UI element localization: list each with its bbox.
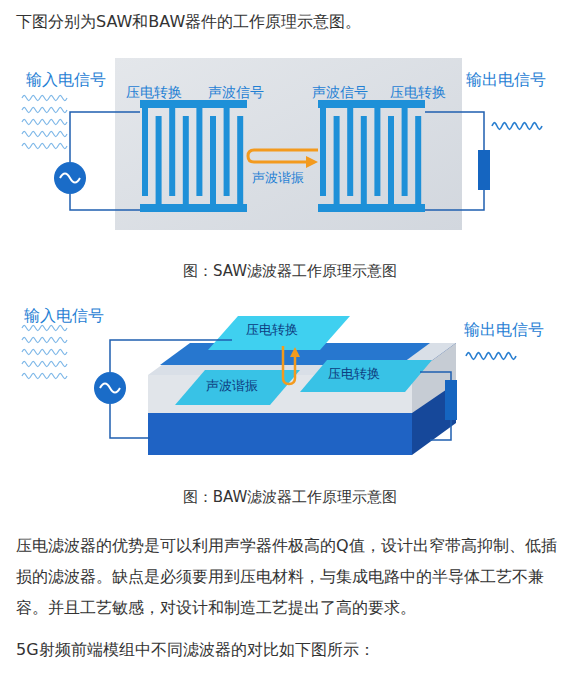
- part-label: 声波信号: [312, 84, 368, 101]
- ac-source: [94, 372, 126, 404]
- baw-wires: [110, 340, 451, 440]
- saw-wires: [70, 112, 484, 210]
- part-label: 压电转换: [126, 84, 182, 101]
- part-label: 压电转换: [328, 366, 380, 382]
- part-label: 声波信号: [208, 84, 264, 101]
- signal-label: 输出电信号: [464, 320, 544, 339]
- part-label: 声波谐振: [252, 170, 304, 186]
- resistor-symbol: [478, 150, 490, 190]
- part-label: 压电转换: [246, 322, 298, 338]
- ac-source: [54, 162, 86, 194]
- resistor-symbol: [445, 380, 457, 420]
- part-label: 压电转换: [390, 84, 446, 101]
- intro-sentence: 下图分别为SAW和BAW器件的工作原理示意图。: [16, 12, 361, 31]
- figure-caption: 图：SAW滤波器工作原理示意图: [2, 262, 576, 280]
- body-paragraph: 压电滤波器的优势是可以利用声学器件极高的Q值，设计出窄带高抑制、低插损的滤波器。…: [16, 530, 564, 623]
- part-label: 声波谐振: [206, 378, 258, 394]
- signal-label: 输入电信号: [24, 306, 104, 325]
- saw-substrate: [115, 58, 462, 230]
- signal-label: 输出电信号: [466, 70, 546, 89]
- resonance-arrow: [283, 346, 295, 384]
- idt-electrodes: [140, 100, 425, 212]
- baw-stack: [148, 316, 456, 455]
- body-paragraph: 5G射频前端模组中不同滤波器的对比如下图所示：: [16, 640, 564, 659]
- resonance-arrow: [248, 150, 318, 162]
- figure-caption: 图：BAW滤波器工作原理示意图: [2, 488, 576, 506]
- signal-label: 输入电信号: [26, 70, 106, 89]
